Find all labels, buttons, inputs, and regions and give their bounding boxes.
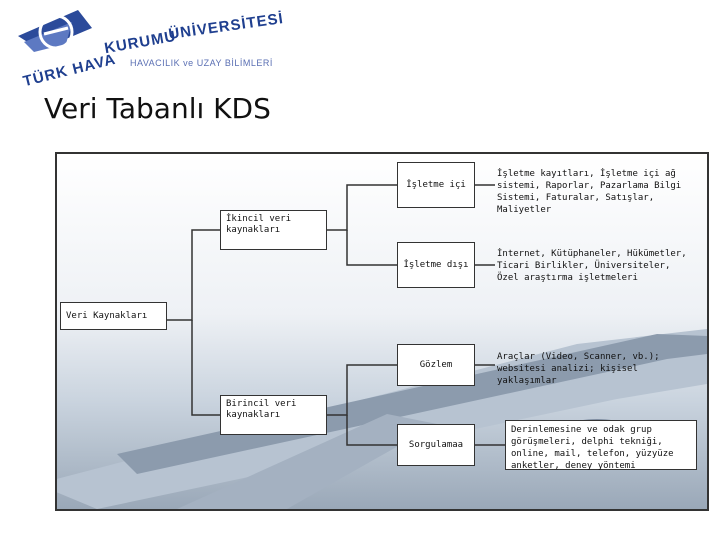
node-internal: İşletme içi	[397, 162, 475, 208]
logo-emblem-icon	[18, 10, 92, 52]
page-title: Veri Tabanlı KDS	[44, 92, 271, 125]
survey-description: Derinlemesine ve odak grup görüşmeleri, …	[505, 420, 697, 471]
connector-lines	[167, 184, 505, 446]
observation-description: Araçlar (Video, Scanner, vb.); websitesi…	[497, 352, 660, 386]
university-logo: TÜRK HAVA KURUMU ÜNİVERSİTESİ HAVACILIK …	[0, 0, 300, 100]
node-survey: Sorgulamaa	[397, 424, 475, 466]
node-secondary-sources: İkincil veri kaynakları	[220, 210, 327, 250]
node-data-sources: Veri Kaynakları	[60, 302, 167, 330]
logo-subtitle: HAVACILIK ve UZAY BİLİMLERİ	[130, 58, 273, 68]
internal-description: İşletme kayıtları, İşletme içi ağ sistem…	[497, 169, 682, 215]
external-description: İnternet, Kütüphaneler, Hükümetler, Tica…	[497, 249, 687, 283]
node-primary-sources: Birincil veri kaynakları	[220, 395, 327, 435]
node-observation: Gözlem	[397, 344, 475, 386]
node-external: İşletme dışı	[397, 242, 475, 288]
diagram-panel: Veri Kaynakları İkincil veri kaynakları …	[55, 152, 709, 511]
